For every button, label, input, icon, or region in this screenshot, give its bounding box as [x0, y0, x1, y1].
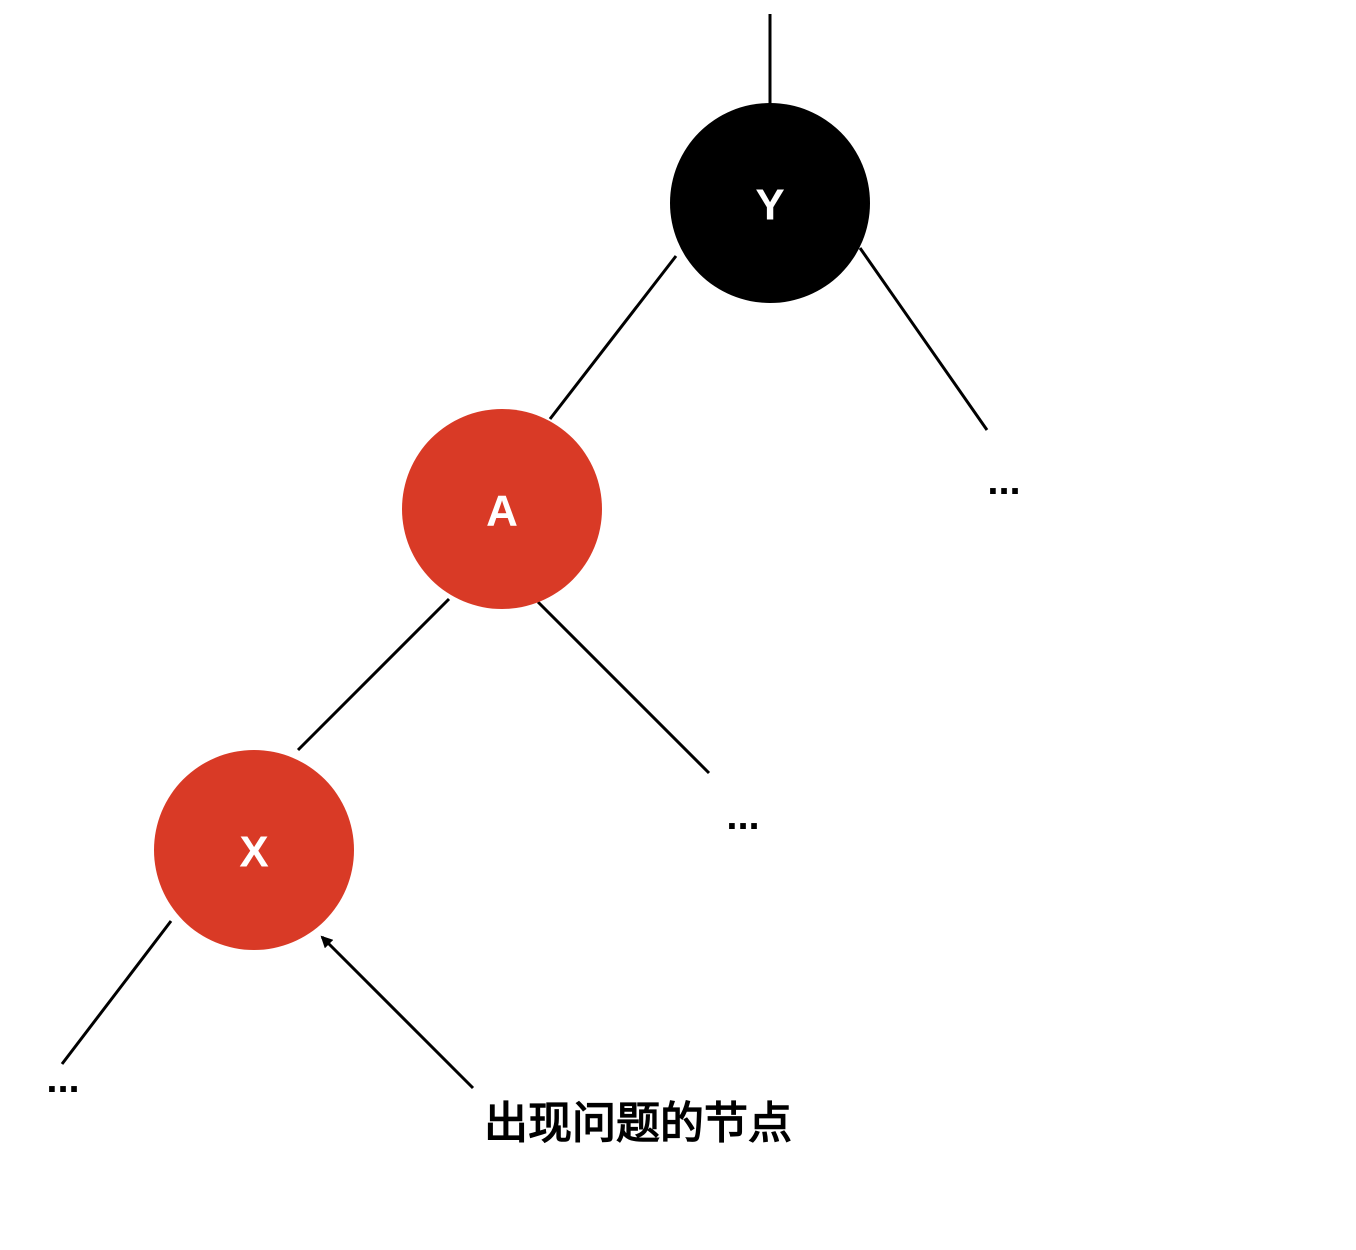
node-a-circle [402, 409, 602, 609]
node-a: A [402, 409, 602, 609]
ellipsis-x-left: ... [46, 1057, 79, 1101]
node-y: Y [670, 103, 870, 303]
edge-x-to-left-subtree [60, 920, 173, 1065]
problem-node-label: 出现问题的节点 [484, 1098, 792, 1149]
ellipsis-y-right: ... [987, 459, 1020, 503]
edge-y-to-a [548, 255, 678, 420]
node-y-circle [670, 103, 870, 303]
ellipsis-a-right: ... [726, 794, 759, 838]
edge-a-to-x [296, 597, 451, 752]
node-y-label: Y [755, 181, 784, 230]
edge-a-to-right-subtree [536, 600, 711, 775]
edge-y-to-right-subtree [858, 247, 989, 431]
node-x-label: X [239, 828, 268, 877]
node-a-label: A [486, 487, 518, 536]
node-x-circle [154, 750, 354, 950]
node-x: X [154, 750, 354, 950]
annotation-arrow [320, 935, 475, 1090]
